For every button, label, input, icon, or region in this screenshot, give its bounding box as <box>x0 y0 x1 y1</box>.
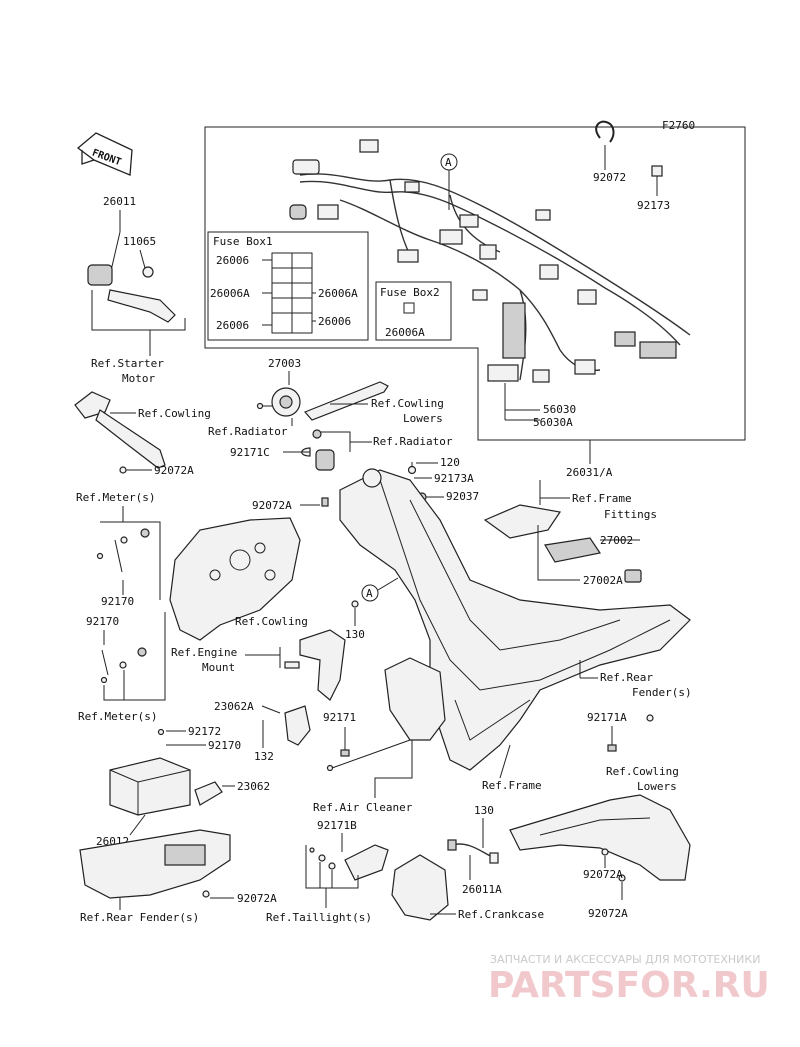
callout-92171b: 92171B <box>317 819 357 832</box>
callout-11065: 11065 <box>123 235 156 248</box>
frame-fitting-bracket <box>483 480 562 539</box>
ref-starter-motor-l2: Motor <box>122 372 155 385</box>
callout-23062: 23062 <box>237 780 270 793</box>
callout-56030: 56030 <box>543 403 576 416</box>
callout-120: 120 <box>440 456 460 469</box>
part-92173 <box>651 165 663 177</box>
marker-a-top: A <box>440 153 458 210</box>
callout-27002: 27002 <box>600 534 633 547</box>
callout-92072: 92072 <box>593 171 626 184</box>
harness-enclosure <box>204 126 746 441</box>
ref-meter-1: Ref.Meter(s) <box>76 491 155 504</box>
fuse-box-1: Fuse Box1 26006 26006A 26006A 26006 2600… <box>207 231 369 341</box>
callout-92072a-3: 92072A <box>583 868 623 881</box>
callout-92072a-2: 92072A <box>252 499 292 512</box>
bracket-23062a <box>284 705 311 746</box>
ref-cowling-lowers2-l1: Ref.Cowling <box>606 765 679 778</box>
ref-air-cleaner: Ref.Air Cleaner <box>313 801 413 814</box>
ref-rear-fender-2: Ref.Rear Fender(s) <box>80 911 199 924</box>
callout-92171a: 92171A <box>587 711 627 724</box>
fuse-box-1-title: Fuse Box1 <box>213 235 273 248</box>
ref-engine-mount-l1: Ref.Engine <box>171 646 237 659</box>
watermark-tagline: ЗАПЧАСТИ И АКСЕССУАРЫ ДЛЯ МОТОТЕХНИКИ <box>490 953 760 966</box>
callout-27002a: 27002A <box>583 574 623 587</box>
ref-cowling-mid: Ref.Cowling <box>235 615 308 628</box>
ref-radiator-2: Ref.Radiator <box>373 435 453 448</box>
callout-26011a: 26011A <box>462 883 502 896</box>
ref-frame-fittings-l1: Ref.Frame <box>572 492 632 505</box>
main-wiring-harness <box>289 139 691 383</box>
fuse-box-1-row3-left: 26006 <box>216 319 249 332</box>
ref-cowling-lowers2-l2: Lowers <box>637 780 677 793</box>
fuse-box-1-row1-left: 26006 <box>216 254 249 267</box>
ref-frame: Ref.Frame <box>482 779 542 792</box>
svg-text:A: A <box>445 156 452 169</box>
starter-relay <box>87 264 176 323</box>
ref-cowling-lowers-l2: Lowers <box>403 412 443 425</box>
relay-27002a <box>624 569 642 583</box>
callout-26011: 26011 <box>103 195 136 208</box>
engine-mount-bracket <box>284 629 346 701</box>
cowling-bracket <box>74 391 166 469</box>
fuse-box-2-title: Fuse Box2 <box>380 286 440 299</box>
callout-27003: 27003 <box>268 357 301 370</box>
ref-radiator-1: Ref.Radiator <box>208 425 288 438</box>
ref-engine-mount-l2: Mount <box>202 661 235 674</box>
crankcase-cover <box>391 854 449 921</box>
ref-rear-fender-1-l2: Fender(s) <box>632 686 692 699</box>
fuse-box-2: Fuse Box2 26006A <box>375 281 452 341</box>
clamp-92072 <box>595 120 615 170</box>
callout-92170-2: 92170 <box>86 615 119 628</box>
figure-code: F2760 <box>662 119 695 132</box>
inner-cowling-panel <box>169 517 301 641</box>
bracket-23062 <box>194 781 223 806</box>
ref-meter-2: Ref.Meter(s) <box>78 710 157 723</box>
ref-starter-motor-l1: Ref.Starter <box>91 357 164 370</box>
taillight-bracket <box>309 844 389 881</box>
svg-text:A: A <box>366 587 373 600</box>
callout-92171c: 92171C <box>230 446 270 459</box>
callout-132: 132 <box>254 750 274 763</box>
rear-fender-tray <box>79 829 231 899</box>
callout-23062a: 23062A <box>214 700 254 713</box>
callout-92170-1: 92170 <box>101 595 134 608</box>
callout-92170-3: 92170 <box>208 739 241 752</box>
callout-92037: 92037 <box>446 490 479 503</box>
horn-27003 <box>271 381 389 421</box>
callout-26031a: 26031/A <box>566 466 613 479</box>
callout-92173a: 92173A <box>434 472 474 485</box>
callout-130-1: 130 <box>345 628 365 641</box>
lower-cowling-panel <box>509 794 691 881</box>
ref-crankcase: Ref.Crankcase <box>458 908 544 921</box>
marker-a-mid: A <box>361 577 399 602</box>
callout-92072a-1: 92072A <box>154 464 194 477</box>
ref-frame-fittings-l2: Fittings <box>604 508 657 521</box>
fuse-box-1-row2-right: 26006A <box>318 287 358 300</box>
ref-cowling-top: Ref.Cowling <box>138 407 211 420</box>
callout-130-2: 130 <box>474 804 494 817</box>
sensor-92171c <box>301 429 335 471</box>
callout-92172: 92172 <box>188 725 221 738</box>
callout-92173: 92173 <box>637 199 670 212</box>
fuse-box-1-row2-left: 26006A <box>210 287 250 300</box>
watermark-brand: PARTSFOR.RU <box>488 965 770 1006</box>
battery-26012 <box>109 757 191 816</box>
callout-92072a-5: 92072A <box>237 892 277 905</box>
ref-rear-fender-1-l1: Ref.Rear <box>600 671 653 684</box>
callout-92072a-4: 92072A <box>588 907 628 920</box>
callout-92171: 92171 <box>323 711 356 724</box>
ref-cowling-lowers-l1: Ref.Cowling <box>371 397 444 410</box>
ref-taillight: Ref.Taillight(s) <box>266 911 372 924</box>
motorcycle-frame <box>339 468 691 771</box>
relay-box-27002 <box>544 537 601 563</box>
fuse-box-2-part: 26006A <box>385 326 425 339</box>
fuse-box-1-row3-right: 26006 <box>318 315 351 328</box>
callout-56030a: 56030A <box>533 416 573 429</box>
air-cleaner-housing <box>384 657 446 741</box>
front-arrow-icon: FRONT <box>76 132 133 176</box>
